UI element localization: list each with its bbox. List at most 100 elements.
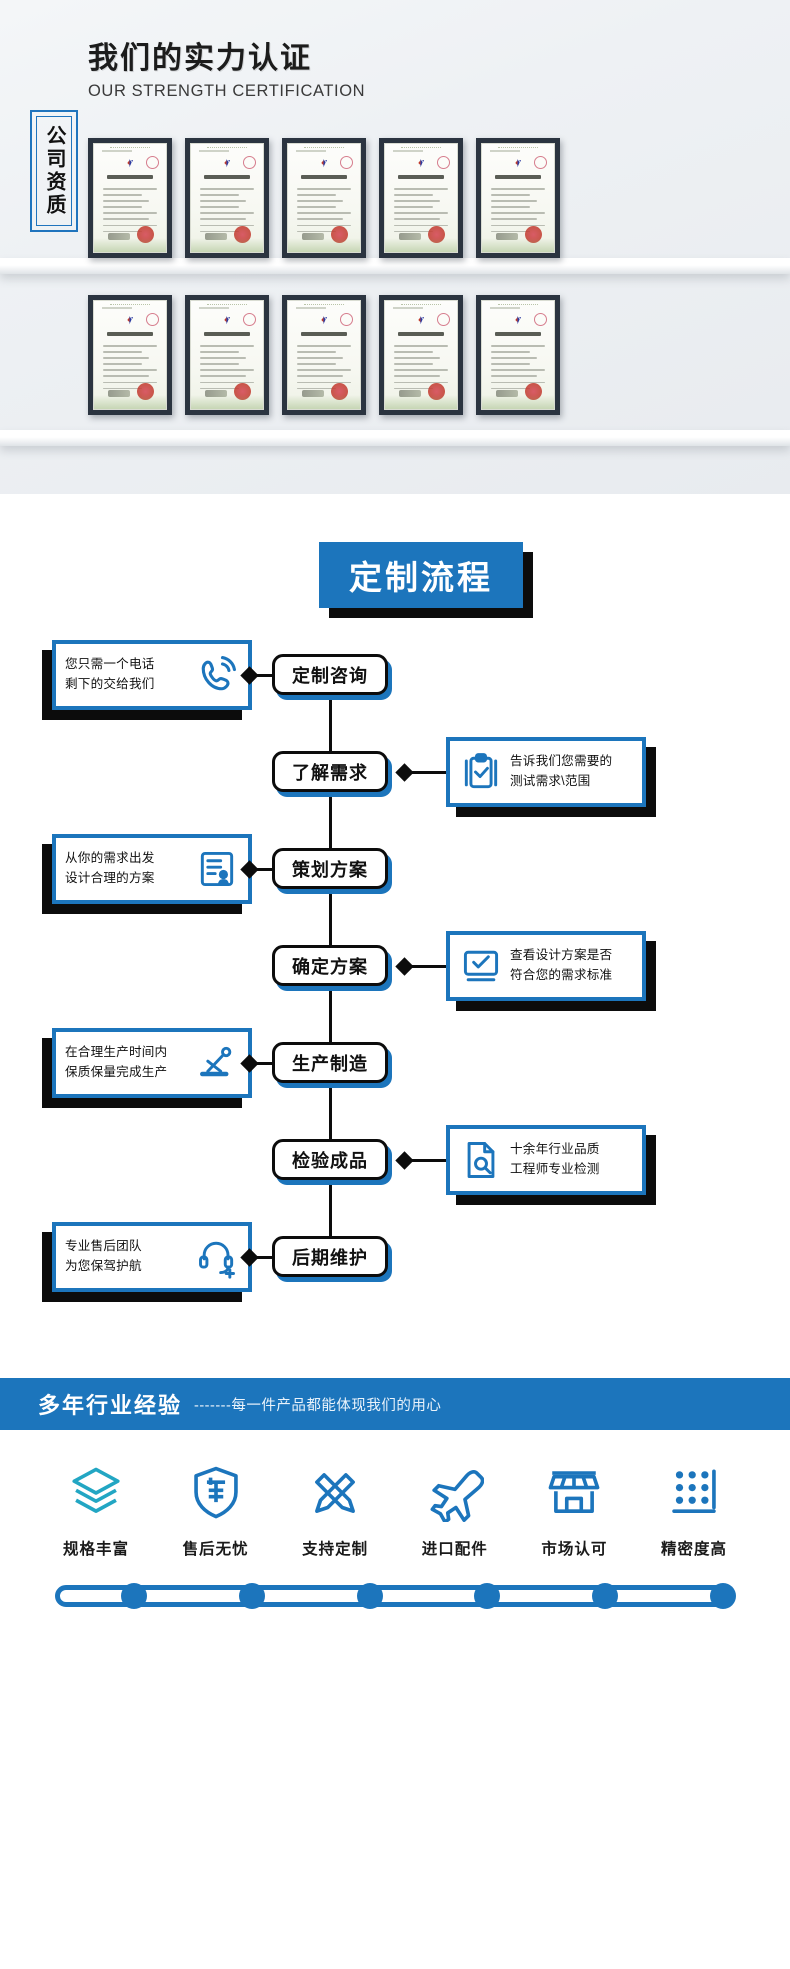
clipboard-check-icon (459, 750, 503, 794)
document-search-icon (459, 1138, 503, 1182)
certificate-frame[interactable] (282, 295, 366, 415)
certificate-frame[interactable] (476, 295, 560, 415)
feature-item-6[interactable]: 精密度高 (640, 1460, 748, 1559)
red-stamp-icon (243, 156, 256, 169)
flow-detail-card-5: 在合理生产时间内 保质保量完成生产 (42, 1028, 252, 1108)
page-subtitle: OUR STRENGTH CERTIFICATION (88, 81, 366, 100)
connector-line-1 (252, 674, 272, 677)
feature-item-4[interactable]: 进口配件 (401, 1460, 509, 1559)
machine-icon (195, 1041, 239, 1085)
card-text: 查看设计方案是否 符合您的需求标准 (510, 948, 613, 982)
patent-logo-icon (511, 314, 525, 327)
certificate-paper (384, 300, 458, 410)
official-seal-icon (137, 383, 154, 400)
feature-item-1[interactable]: 规格丰富 (42, 1460, 150, 1559)
connector-line-2 (406, 771, 446, 774)
track-dot-6 (710, 1583, 737, 1609)
official-seal-icon (234, 383, 251, 400)
custom-process-section: 定制流程 定制咨询您只需一个电话 剩下的交给我们了解需求告诉我们您需要的 测试需… (0, 542, 790, 1364)
certificate-paper (93, 143, 167, 253)
card-text: 十余年行业品质 工程师专业检测 (510, 1142, 600, 1176)
track-dot-3 (356, 1583, 383, 1609)
flow-detail-card-3: 从你的需求出发 设计合理的方案 (42, 834, 252, 914)
connector-diamond-4 (395, 957, 414, 976)
red-stamp-icon (146, 313, 159, 326)
document-user-icon (195, 847, 239, 891)
connector-line-3 (252, 868, 272, 871)
step-label: 确定方案 (292, 956, 368, 977)
official-seal-icon (331, 383, 348, 400)
certification-section: 我们的实力认证 OUR STRENGTH CERTIFICATION 公司资质 (0, 0, 790, 494)
patent-logo-icon (317, 157, 331, 170)
patent-logo-icon (220, 157, 234, 170)
step-label: 生产制造 (292, 1053, 368, 1074)
certificate-paper (93, 300, 167, 410)
headset-support-icon (195, 1235, 239, 1279)
flow-step-5[interactable]: 生产制造 (272, 1042, 392, 1088)
patent-logo-icon (220, 314, 234, 327)
track-dot-4 (474, 1583, 501, 1609)
step-label: 定制咨询 (292, 665, 368, 686)
card-text: 在合理生产时间内 保质保量完成生产 (65, 1045, 168, 1079)
track-dot-1 (120, 1583, 147, 1609)
red-stamp-icon (534, 156, 547, 169)
certificate-frame[interactable] (88, 138, 172, 258)
official-seal-icon (137, 226, 154, 243)
feature-label: 市场认可 (541, 1541, 608, 1558)
certificate-frame[interactable] (185, 138, 269, 258)
certificate-frame[interactable] (185, 295, 269, 415)
company-qualification-badge: 公司资质 (30, 110, 78, 232)
precision-dots-icon (640, 1460, 748, 1526)
experience-subtitle: -------每一件产品都能体现我们的用心 (194, 1397, 442, 1414)
flow-step-1[interactable]: 定制咨询 (272, 654, 392, 700)
official-seal-icon (234, 226, 251, 243)
feature-label: 精密度高 (660, 1541, 727, 1558)
certificate-frame[interactable] (282, 138, 366, 258)
track-dot-5 (592, 1583, 619, 1609)
feature-label: 支持定制 (302, 1541, 369, 1558)
patent-logo-icon (123, 157, 137, 170)
flow-step-7[interactable]: 后期维护 (272, 1236, 392, 1282)
process-flow-diagram: 定制咨询您只需一个电话 剩下的交给我们了解需求告诉我们您需要的 测试需求\范围策… (0, 640, 790, 1344)
airplane-icon (401, 1460, 509, 1526)
official-seal-icon (525, 383, 542, 400)
feature-item-5[interactable]: 市场认可 (520, 1460, 628, 1559)
connector-line-5 (252, 1062, 272, 1065)
red-stamp-icon (534, 313, 547, 326)
feature-label: 售后无忧 (182, 1541, 249, 1558)
flow-detail-card-4: 查看设计方案是否 符合您的需求标准 (446, 931, 656, 1011)
flow-step-3[interactable]: 策划方案 (272, 848, 392, 894)
monitor-check-icon (459, 944, 503, 988)
connector-line-6 (406, 1159, 446, 1162)
certificate-frame[interactable] (476, 138, 560, 258)
certificate-paper (190, 143, 264, 253)
flow-detail-card-7: 专业售后团队 为您保驾护航 (42, 1222, 252, 1302)
certificate-frame[interactable] (379, 138, 463, 258)
red-stamp-icon (340, 313, 353, 326)
flow-step-6[interactable]: 检验成品 (272, 1139, 392, 1185)
product-detail-page: 我们的实力认证 OUR STRENGTH CERTIFICATION 公司资质 … (0, 0, 790, 1609)
official-seal-icon (428, 383, 445, 400)
certificate-row-top (88, 138, 560, 258)
shelf-divider-bottom (0, 430, 790, 446)
certificate-paper (481, 300, 555, 410)
feature-item-2[interactable]: 售后无忧 (162, 1460, 270, 1559)
official-seal-icon (331, 226, 348, 243)
certificate-paper (190, 300, 264, 410)
certificate-frame[interactable] (379, 295, 463, 415)
patent-logo-icon (511, 157, 525, 170)
flow-step-2[interactable]: 了解需求 (272, 751, 392, 797)
custom-process-title-banner: 定制流程 (319, 542, 533, 618)
phone-icon (195, 653, 239, 697)
feature-item-3[interactable]: 支持定制 (281, 1460, 389, 1559)
step-label: 后期维护 (292, 1247, 368, 1268)
connector-diamond-2 (395, 763, 414, 782)
experience-banner: 多年行业经验 -------每一件产品都能体现我们的用心 (0, 1378, 790, 1430)
red-stamp-icon (340, 156, 353, 169)
flow-detail-card-6: 十余年行业品质 工程师专业检测 (446, 1125, 656, 1205)
certificate-frame[interactable] (88, 295, 172, 415)
step-label: 策划方案 (292, 859, 368, 880)
flow-step-4[interactable]: 确定方案 (272, 945, 392, 991)
experience-title: 多年行业经验 (38, 1393, 183, 1418)
patent-logo-icon (414, 157, 428, 170)
